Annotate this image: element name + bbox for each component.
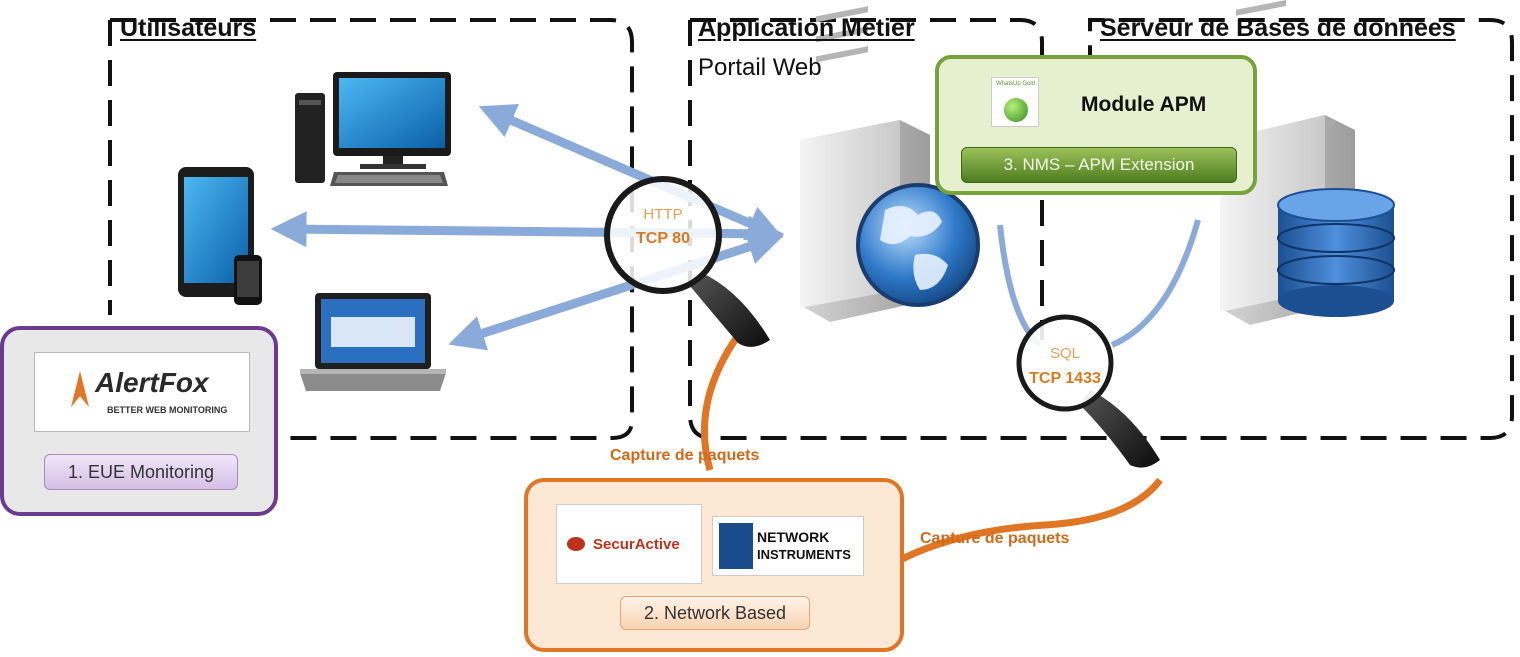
capture-label-left: Capture de paquets [610,447,760,464]
globe-icon [856,183,980,307]
tablet-icon [178,167,262,305]
eue-monitoring-box: AlertFox BETTER WEB MONITORING 1. EUE Mo… [0,326,278,516]
zone-app-border [688,18,1514,440]
network-based-badge: 2. Network Based [620,596,810,630]
sql-link-right [1110,219,1201,348]
capture-line-right [898,477,1163,564]
http-protocol-label: HTTP [643,206,683,223]
zone-title-db: Serveur de Bases de données [1100,14,1456,42]
zone-subtitle-app: Portail Web [698,54,822,81]
zone-title-users: Utilisateurs [120,14,257,42]
database-icon [1277,188,1395,317]
network-instruments-logo: NETWORK INSTRUMENTS [712,516,864,576]
securactive-logo: SecurActive [556,504,702,584]
apm-module-title: Module APM [1081,93,1207,116]
http-port-label: TCP 80 [636,230,690,247]
http-magnifier-icon [604,176,770,347]
network-based-box: SecurActive NETWORK INSTRUMENTS 2. Netwo… [524,478,904,652]
eue-monitoring-badge: 1. EUE Monitoring [44,454,238,490]
capture-label-right: Capture de paquets [920,530,1070,547]
sql-protocol-label: SQL [1049,345,1080,362]
apm-extension-badge: 3. NMS – APM Extension [961,147,1237,183]
sql-magnifier-icon [1016,314,1160,468]
apm-module-box: WhatsUp Gold Module APM 3. NMS – APM Ext… [935,55,1257,195]
desktop-computer-icon [295,72,451,186]
alertfox-logo: AlertFox BETTER WEB MONITORING [34,352,250,432]
arrow-laptop [448,229,784,351]
laptop-icon [300,293,446,391]
capture-line-left [701,327,745,471]
whatsup-gold-logo: WhatsUp Gold [991,77,1039,127]
sql-port-label: TCP 1433 [1029,370,1101,387]
zone-title-app: Application Métier [698,14,915,42]
